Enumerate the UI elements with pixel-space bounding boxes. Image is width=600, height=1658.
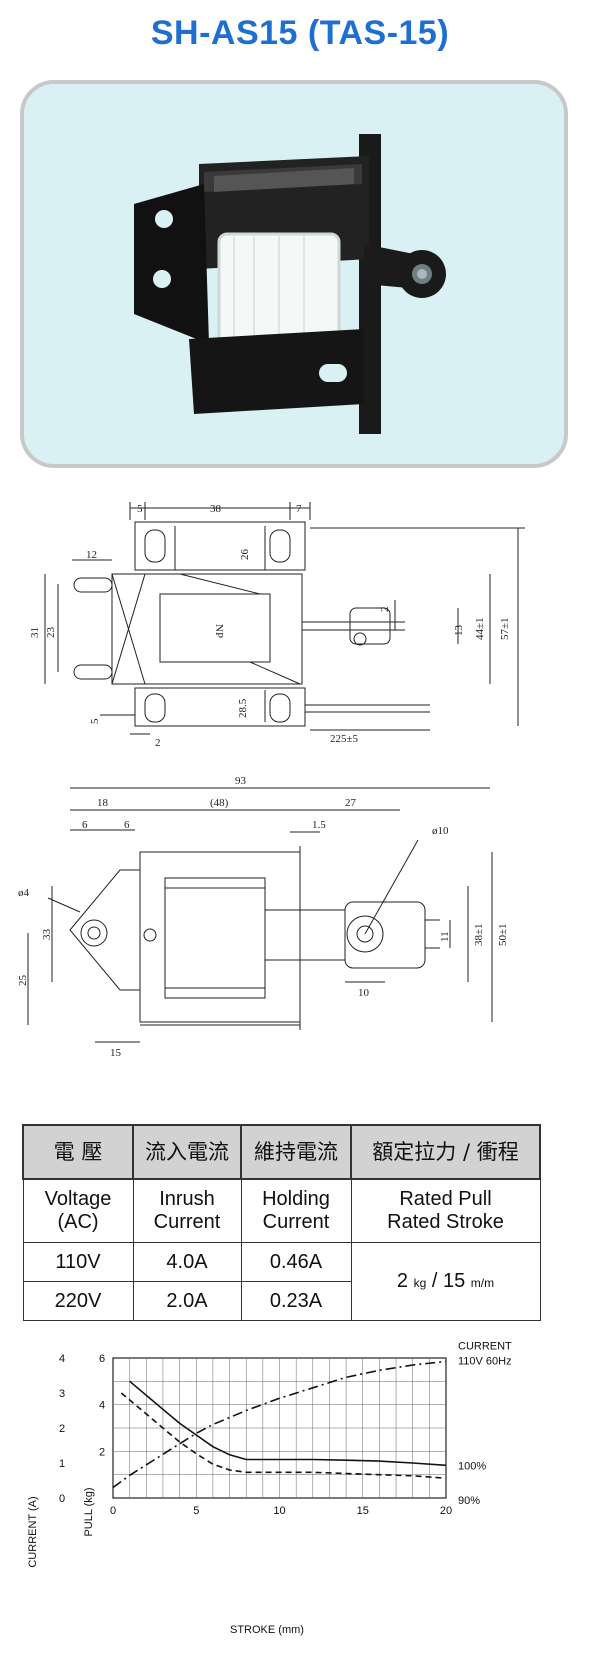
legend-label: CURRENT: [458, 1341, 512, 1353]
current-tick-label: 3: [59, 1388, 65, 1400]
dim-2-link: 2: [379, 607, 391, 613]
dim-48: (48): [210, 797, 229, 809]
dim-27: 27: [345, 797, 357, 809]
series-line-solid: [129, 1380, 447, 1467]
dim-1-5: 1.5: [312, 819, 326, 831]
voltage-cell: 110V: [22, 1242, 134, 1282]
chart-legend: CURRENT 110V 60Hz 100% 90%: [458, 1341, 512, 1508]
rated-cell: 2 kg / 15 m/m: [350, 1242, 541, 1321]
voltage-cell: 220V: [22, 1281, 134, 1321]
current-tick-label: 0: [59, 1493, 65, 1505]
dim-225: 225±5: [330, 733, 359, 745]
legend-label: 90%: [458, 1495, 480, 1507]
header-rated-cn: 額定拉力 / 衝程: [350, 1124, 541, 1180]
dim-15: 15: [110, 1047, 122, 1059]
dim-44: 44±1: [474, 617, 486, 640]
pull-tick-label: 2: [99, 1446, 105, 1458]
page-title: SH-AS15 (TAS-15): [150, 14, 450, 52]
dim-11: 11: [439, 931, 451, 942]
np-label: NP: [213, 624, 225, 638]
dim-57: 57±1: [499, 617, 511, 640]
x-axis-label: STROKE (mm): [230, 1624, 304, 1636]
dim-6-right: 6: [124, 819, 130, 831]
characteristic-chart: 0 5 10 15 20 0 1 2 3 4 2 4 6 CURRENT 110V 60Hz 100% 90%…: [27, 1341, 512, 1637]
header-inrush-en: Inrush Current: [132, 1178, 242, 1243]
x-tick-label: 15: [357, 1505, 369, 1517]
x-tick-label: 0: [110, 1505, 116, 1517]
dim-12: 12: [86, 549, 97, 561]
x-tick-label: 5: [193, 1505, 199, 1517]
header-rated-en: Rated Pull Rated Stroke: [350, 1178, 541, 1243]
x-tick-label: 10: [273, 1505, 285, 1517]
dim-31: 31: [29, 627, 41, 638]
dim-7: 7: [296, 503, 302, 515]
dim-dia10: ø10: [432, 825, 449, 837]
header-holding-cn: 維持電流: [240, 1124, 352, 1180]
dim-50: 50±1: [497, 923, 509, 946]
header-voltage-en: Voltage (AC): [22, 1178, 134, 1243]
current-tick-label: 4: [59, 1353, 65, 1365]
chart-ticks: 0 5 10 15 20 0 1 2 3 4 2 4 6: [59, 1353, 452, 1517]
table-header-row-en: Voltage (AC) Inrush Current Holding Curr…: [22, 1178, 541, 1243]
pull-tick-label: 6: [99, 1353, 105, 1365]
pull-tick-label: 4: [99, 1400, 105, 1412]
side-view-drawing: 93 18 (48) 27 6 6 1.5 ø10 ø4 33 25 11 38…: [17, 775, 509, 1059]
spec-table: 電 壓 流入電流 維持電流 額定拉力 / 衝程 Voltage (AC) Inr…: [22, 1124, 541, 1321]
dim-38: 38: [210, 503, 222, 515]
holding-cell: 0.46A: [240, 1242, 352, 1282]
series-line-dashdot: [112, 1360, 447, 1489]
dim-38-side: 38±1: [473, 923, 485, 946]
rated-stroke-unit: m/m: [470, 1276, 495, 1290]
solenoid-photo: [134, 134, 446, 434]
dim-5-top: 5: [137, 503, 143, 515]
dim-93: 93: [235, 775, 247, 787]
holding-cell: 0.23A: [240, 1281, 352, 1321]
current-tick-label: 2: [59, 1423, 65, 1435]
dim-26: 26: [239, 549, 251, 561]
dim-25: 25: [17, 975, 29, 987]
legend-label: 100%: [458, 1460, 486, 1472]
rated-pull-value: 2: [396, 1270, 409, 1292]
rated-stroke-value: 15: [442, 1270, 466, 1292]
y-axis-label-pull: PULL (kg): [83, 1487, 95, 1536]
header-holding-en: Holding Current: [240, 1178, 352, 1243]
table-header-row-cn: 電 壓 流入電流 維持電流 額定拉力 / 衝程: [22, 1124, 541, 1180]
chart-series: [112, 1360, 447, 1489]
dim-5-bottom: 5: [89, 718, 101, 724]
header-voltage-cn: 電 壓: [22, 1124, 134, 1180]
product-photo-panel: [20, 80, 568, 468]
inrush-cell: 2.0A: [132, 1281, 242, 1321]
dim-10: 10: [358, 987, 370, 999]
dim-dia4: ø4: [18, 887, 30, 899]
y-axis-label-current: CURRENT (A): [27, 1496, 39, 1567]
table-row: 220V 2.0A 0.23A: [22, 1281, 540, 1321]
series-line-dashed: [120, 1392, 447, 1479]
inrush-cell: 4.0A: [132, 1242, 242, 1282]
current-tick-label: 1: [59, 1458, 65, 1470]
dim-2-bottom: 2: [155, 737, 161, 749]
dim-18: 18: [97, 797, 109, 809]
top-view-drawing: 5 38 7 12 26 31 23 NP 2 13 44±1 57±1 28.…: [29, 502, 525, 749]
header-inrush-cn: 流入電流: [132, 1124, 242, 1180]
dim-13: 13: [453, 625, 465, 637]
dim-23: 23: [45, 627, 57, 639]
x-tick-label: 20: [440, 1505, 452, 1517]
rated-sep: /: [431, 1270, 438, 1292]
table-row: 110V 4.0A 0.46A 2 kg / 15 m/m: [22, 1242, 541, 1321]
rated-pull-unit: kg: [413, 1276, 427, 1290]
dim-33: 33: [41, 929, 53, 941]
dim-6-left: 6: [82, 819, 88, 831]
legend-label: 110V 60Hz: [458, 1356, 512, 1368]
dim-28-5: 28.5: [237, 698, 249, 718]
